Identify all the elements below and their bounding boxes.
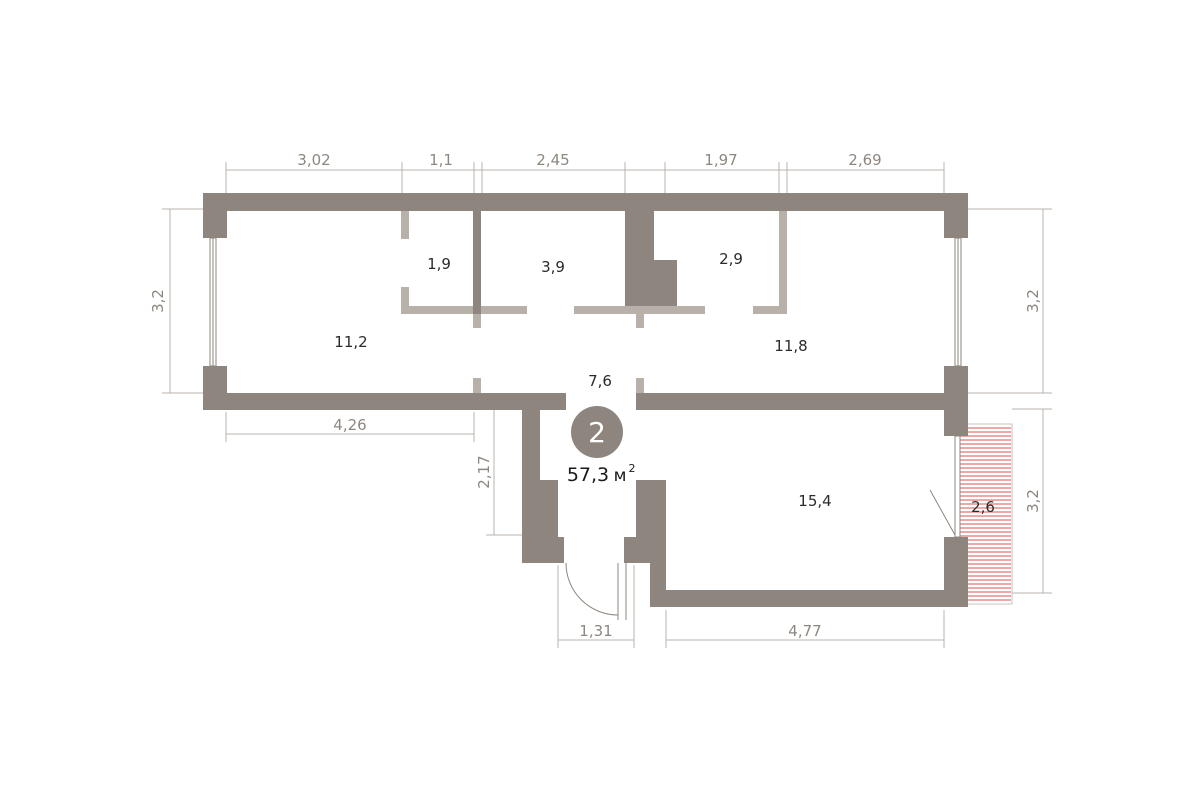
entrance-door [565, 562, 627, 620]
room-labels: 11,2 1,9 3,9 2,9 11,8 7,6 15,4 2,6 [334, 250, 995, 516]
balcony-door-line [929, 489, 956, 536]
room-area-left: 11,2 [334, 333, 367, 351]
dim-entry-depth: 2,17 [475, 455, 493, 488]
room-area-right: 11,8 [774, 337, 807, 355]
total-area-unit: м [614, 466, 627, 486]
room-area-kitchen: 15,4 [798, 492, 831, 510]
dim-top-2: 1,1 [429, 151, 453, 169]
dim-top-4: 1,97 [704, 151, 737, 169]
partitions [401, 211, 787, 393]
windows [209, 237, 962, 538]
dim-right-height-bottom: 3,2 [1024, 489, 1042, 513]
room-area-balcony: 2,6 [971, 498, 995, 516]
total-area-unit-sup: 2 [629, 462, 636, 475]
total-area: 57,3 [567, 464, 609, 486]
dim-top-3: 2,45 [536, 151, 569, 169]
dim-right-height-top: 3,2 [1024, 289, 1042, 313]
rooms-count: 2 [588, 416, 606, 449]
dim-top-5: 2,69 [848, 151, 881, 169]
exterior-walls [203, 193, 968, 607]
summary-badge: 2 57,3 м 2 [567, 406, 636, 486]
room-area-bath: 3,9 [541, 258, 565, 276]
room-area-hall: 7,6 [588, 372, 612, 390]
dim-bottom-left: 4,26 [333, 416, 366, 434]
room-area-storage: 2,9 [719, 250, 743, 268]
dimension-labels: 3,02 1,1 2,45 1,97 2,69 3,2 3,2 3,2 4,26… [149, 151, 1042, 640]
dim-entry-width: 1,31 [579, 622, 612, 640]
dim-bottom-right: 4,77 [788, 622, 821, 640]
dim-top-1: 3,02 [297, 151, 330, 169]
rooms-count-badge [571, 406, 623, 458]
room-area-bath-small: 1,9 [427, 255, 451, 273]
dim-left-height: 3,2 [149, 289, 167, 313]
dimension-lines [162, 162, 1052, 648]
